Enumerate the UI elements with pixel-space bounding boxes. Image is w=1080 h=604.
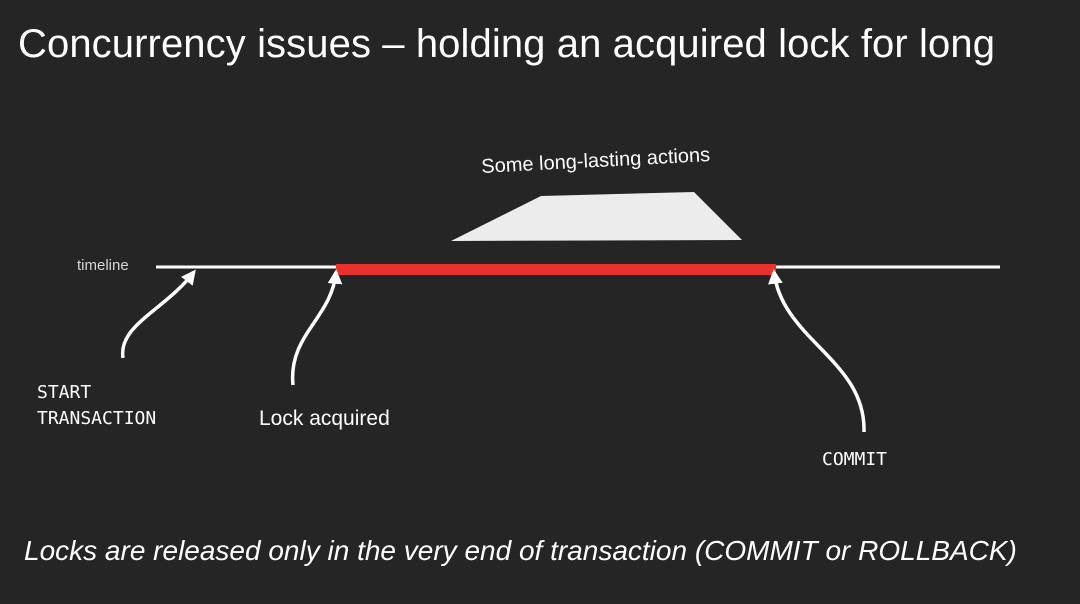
footer-note: Locks are released only in the very end … xyxy=(24,535,1017,566)
lock-held-segment xyxy=(336,264,776,275)
timeline-label: timeline xyxy=(77,257,129,274)
commit-label: COMMIT xyxy=(822,449,888,470)
slide-title: Concurrency issues – holding an acquired… xyxy=(18,22,996,66)
commit-arrow xyxy=(768,269,866,433)
start-transaction-arrow xyxy=(121,269,196,359)
lock-acquired-label: Lock acquired xyxy=(259,407,390,430)
long-actions-shape xyxy=(451,192,742,241)
lock-acquired-arrow xyxy=(290,269,343,386)
start-transaction-label: START TRANSACTION xyxy=(37,382,157,429)
